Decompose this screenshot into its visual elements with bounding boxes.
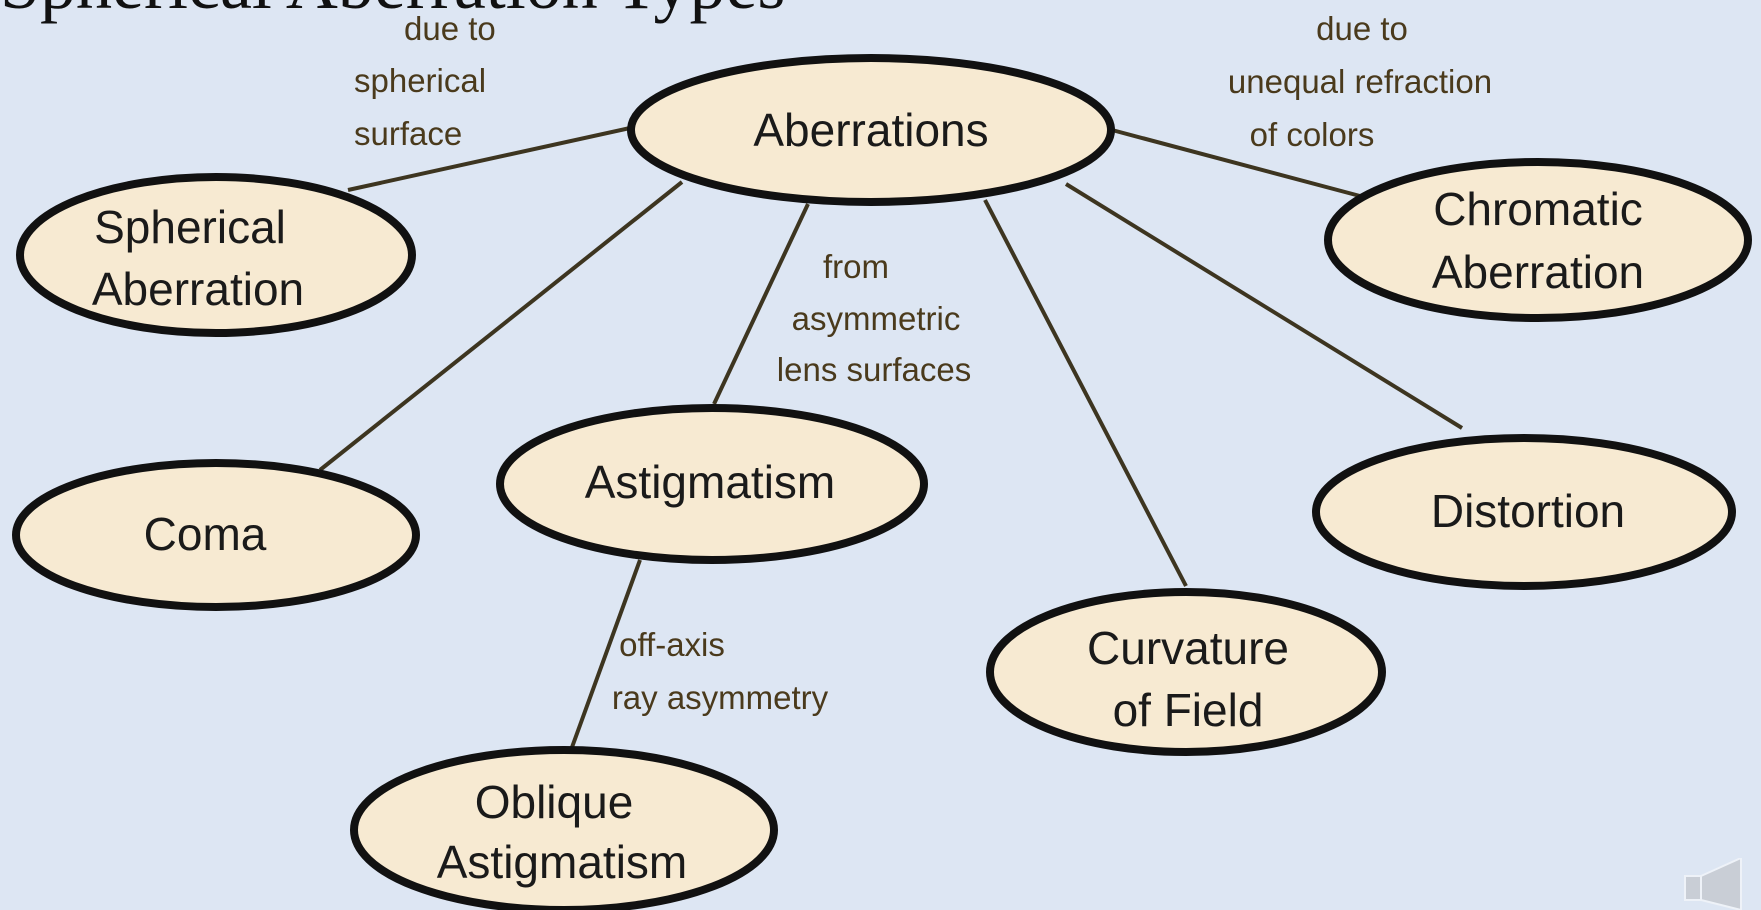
edge-label-astigmatism: from asymmetric lens surfaces	[777, 248, 971, 388]
edge-distortion	[1064, 182, 1464, 430]
edge-label-chromatic-1: due to	[1316, 10, 1408, 47]
cut-off-heading: Spherical Aberration Types	[0, 0, 785, 20]
edge-label-oblique: off-axis ray asymmetry	[612, 626, 829, 716]
edge-label-chromatic: due to unequal refraction of colors	[1228, 10, 1492, 153]
edge-label-spherical-3: surface	[354, 115, 462, 152]
node-spherical-label-2: Aberration	[92, 263, 304, 315]
node-coma-label: Coma	[144, 508, 267, 560]
edge-label-chromatic-3: of colors	[1250, 116, 1375, 153]
edge-oblique	[569, 559, 642, 751]
edge-label-spherical: due to spherical surface	[354, 10, 496, 152]
edge-label-spherical-1: due to	[404, 10, 496, 47]
edge-coma	[318, 180, 684, 472]
node-curvature-shape	[986, 588, 1386, 756]
node-oblique-astigmatism: Oblique Astigmatism	[350, 746, 778, 910]
edge-label-astigmatism-1: from	[823, 248, 889, 285]
edge-label-astigmatism-3: lens surfaces	[777, 351, 971, 388]
node-distortion-label: Distortion	[1431, 485, 1625, 537]
node-astigmatism: Astigmatism	[496, 404, 928, 564]
node-spherical-shape	[16, 173, 416, 337]
edge-label-astigmatism-2: asymmetric	[792, 300, 961, 337]
node-aberrations-label: Aberrations	[753, 104, 988, 156]
edge-chromatic	[1111, 128, 1361, 198]
node-oblique-shape	[350, 746, 778, 910]
edges	[318, 126, 1464, 751]
node-chromatic-label-1: Chromatic	[1433, 183, 1643, 235]
node-aberrations-shape	[627, 54, 1115, 206]
edge-label-chromatic-2: unequal refraction	[1228, 63, 1492, 100]
node-distortion-shape	[1312, 434, 1736, 590]
node-chromatic-shape	[1324, 158, 1752, 322]
speaker-icon[interactable]	[1683, 858, 1753, 910]
node-chromatic-label-2: Aberration	[1432, 246, 1644, 298]
node-aberrations: Aberrations	[627, 54, 1115, 206]
node-distortion: Distortion	[1312, 434, 1736, 590]
node-spherical-aberration: Spherical Aberration	[16, 173, 416, 337]
node-coma: Coma	[12, 459, 420, 611]
edge-spherical	[347, 126, 631, 192]
node-curvature-label-1: Curvature	[1087, 622, 1289, 674]
edge-curvature	[983, 199, 1188, 587]
node-oblique-label-1: Oblique	[475, 776, 634, 828]
node-astigmatism-label: Astigmatism	[585, 456, 835, 508]
node-curvature-of-field: Curvature of Field	[986, 588, 1386, 756]
node-spherical-label-1: Spherical	[94, 201, 286, 253]
edge-label-oblique-2: ray asymmetry	[612, 679, 829, 716]
node-oblique-label-2: Astigmatism	[437, 836, 687, 888]
edge-label-spherical-2: spherical	[354, 62, 486, 99]
node-curvature-label-2: of Field	[1113, 684, 1264, 736]
edge-label-oblique-1: off-axis	[619, 626, 725, 663]
node-astigmatism-shape	[496, 404, 928, 564]
node-coma-shape	[12, 459, 420, 611]
node-chromatic-aberration: Chromatic Aberration	[1324, 158, 1752, 322]
edge-astigmatism	[712, 203, 810, 405]
